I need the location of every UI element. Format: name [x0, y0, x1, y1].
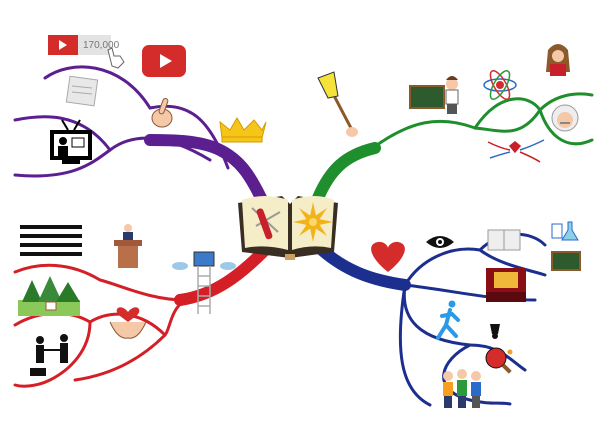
blue-sub-6 [398, 283, 432, 407]
heart-hands-icon [109, 307, 147, 339]
purple-branch [144, 134, 268, 206]
ladder-clouds-icon [172, 251, 236, 314]
book-icon [238, 196, 338, 260]
teacher-icon [409, 76, 459, 114]
swiss-knife-icon [251, 207, 281, 240]
helping-icon [30, 334, 68, 376]
blackboard-icon [551, 251, 581, 271]
einstein-icon [551, 104, 579, 132]
youtube-icon [142, 45, 186, 77]
crowd-icon [20, 225, 82, 256]
feather-duster-icon [317, 71, 358, 137]
red-sub-1 [13, 263, 187, 302]
red-branch [174, 244, 271, 306]
green-sub-2 [473, 108, 542, 133]
green-branch [312, 142, 381, 204]
cursor-hand-icon [107, 47, 125, 69]
atom-icon [483, 70, 517, 100]
forest-icon [18, 276, 80, 316]
speaker-podium-icon [114, 224, 142, 268]
neurons-icon [487, 139, 545, 163]
purple-sub-1 [43, 65, 230, 170]
open-book-icon [487, 229, 521, 251]
view-count: 170,000 [83, 40, 120, 51]
blue-branch [316, 244, 411, 291]
shuttlecock-icon [490, 324, 500, 339]
red-sub-4 [73, 333, 167, 382]
youtube-counter-button[interactable] [48, 35, 111, 55]
blue-sub-2 [478, 248, 547, 277]
purple-sub-3 [13, 148, 112, 178]
runner-icon [436, 300, 460, 340]
red-sub-3 [13, 320, 92, 388]
ping-pong-icon [485, 347, 513, 374]
pointing-hand-icon [151, 98, 173, 128]
sun-icon [293, 202, 333, 242]
scientist-icon [546, 44, 570, 76]
green-sub-1 [368, 92, 594, 152]
eye-icon [426, 236, 454, 248]
newspaper-icon [65, 75, 99, 107]
tv-presenter-icon [50, 119, 92, 164]
crown-icon [219, 117, 267, 143]
heart-icon [371, 241, 405, 272]
green-sub-3 [538, 108, 594, 146]
friends-icon [443, 369, 481, 408]
lab-icon [551, 221, 579, 241]
cinema-icon [486, 268, 526, 302]
